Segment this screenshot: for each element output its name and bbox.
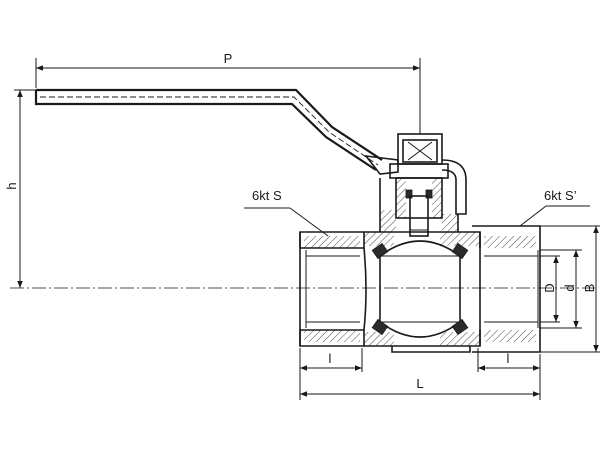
- hex-s-callout: 6kt S: [244, 188, 329, 237]
- dimension-L: L: [300, 376, 540, 397]
- lever-handle: [34, 88, 399, 175]
- dimension-l-right-label: l: [507, 351, 510, 366]
- valve-body: [299, 225, 541, 353]
- dimension-B: B: [540, 225, 600, 353]
- ball-seats: [371, 242, 469, 336]
- dimension-d-label: d: [562, 284, 577, 291]
- dimension-P-label: P: [224, 51, 233, 66]
- dimension-D-label: D: [542, 283, 557, 292]
- dimension-l-right: l: [477, 348, 541, 400]
- dimension-d: d: [540, 249, 582, 329]
- body-neck: [379, 178, 459, 232]
- dimension-l-left: l: [299, 348, 363, 400]
- dimension-l-left-label: l: [329, 351, 332, 366]
- dimension-B-label: B: [582, 284, 597, 293]
- dimension-L-label: L: [416, 376, 423, 391]
- dimension-D: D: [540, 255, 560, 323]
- hex-s-prime-callout: 6kt S’: [519, 188, 590, 227]
- ball: [379, 240, 461, 338]
- dimension-h-label: h: [4, 182, 19, 189]
- dimension-h: h: [4, 89, 36, 288]
- dimension-P: P: [35, 51, 421, 134]
- hex-s-prime-label: 6kt S’: [544, 188, 577, 203]
- hex-s-label: 6kt S: [252, 188, 282, 203]
- stem-assembly: [389, 133, 467, 237]
